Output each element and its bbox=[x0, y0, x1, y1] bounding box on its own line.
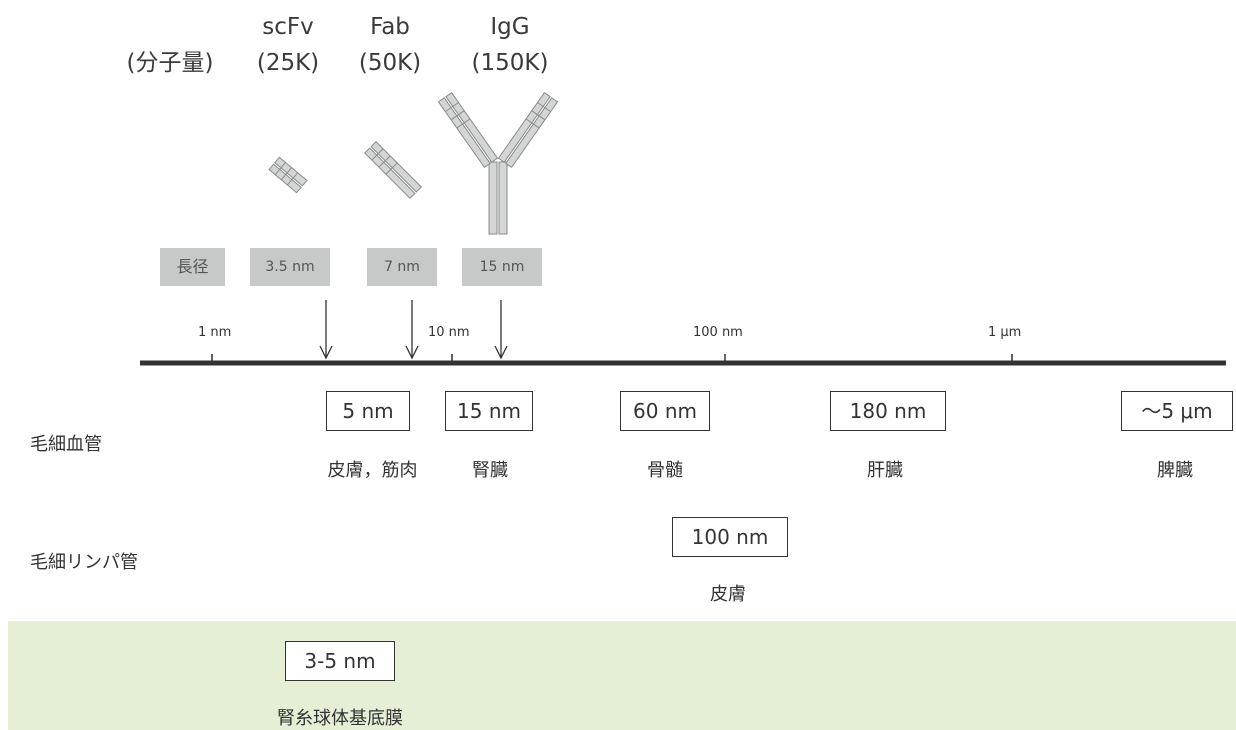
arrow-fab bbox=[406, 300, 418, 358]
tick-label-1nm: 1 nm bbox=[198, 325, 231, 340]
tick-label-1um: 1 μm bbox=[988, 325, 1021, 340]
scfv-illustration bbox=[269, 157, 307, 192]
capillary-organ-label: 肝臓 bbox=[845, 456, 925, 482]
lymph-size-box: 100 nm bbox=[672, 517, 788, 557]
capillary-size-box: ～5 μm bbox=[1121, 391, 1233, 431]
capillary-organ-label: 脾臓 bbox=[1135, 456, 1215, 482]
lymph-organ-label: 皮膚 bbox=[688, 580, 768, 606]
capillary-size-box: 180 nm bbox=[830, 391, 946, 431]
arrow-scfv bbox=[320, 300, 332, 358]
tick-label-10nm: 10 nm bbox=[428, 325, 470, 340]
diameter-fab: 7 nm bbox=[367, 248, 437, 286]
fab-illustration bbox=[365, 142, 422, 199]
lymph-row-label: 毛細リンパ管 bbox=[30, 548, 138, 574]
capillary-organ-label: 皮膚，筋肉 bbox=[305, 456, 440, 482]
capillary-size-box: 60 nm bbox=[620, 391, 710, 431]
glomerular-organ-label: 腎糸球体基底膜 bbox=[240, 704, 440, 730]
capillary-size-box: 15 nm bbox=[445, 391, 533, 431]
long-diameter-label: 長径 bbox=[160, 248, 225, 286]
diameter-scfv: 3.5 nm bbox=[250, 248, 330, 286]
diameter-igg: 15 nm bbox=[462, 248, 542, 286]
glomerular-size-box: 3-5 nm bbox=[285, 641, 395, 681]
capillary-organ-label: 腎臓 bbox=[450, 456, 530, 482]
tick-label-100nm: 100 nm bbox=[693, 325, 743, 340]
capillary-size-box: 5 nm bbox=[326, 391, 410, 431]
igg-illustration bbox=[439, 93, 558, 234]
arrow-igg bbox=[495, 300, 507, 358]
capillary-row-label: 毛細血管 bbox=[30, 430, 102, 456]
capillary-organ-label: 骨髄 bbox=[625, 456, 705, 482]
